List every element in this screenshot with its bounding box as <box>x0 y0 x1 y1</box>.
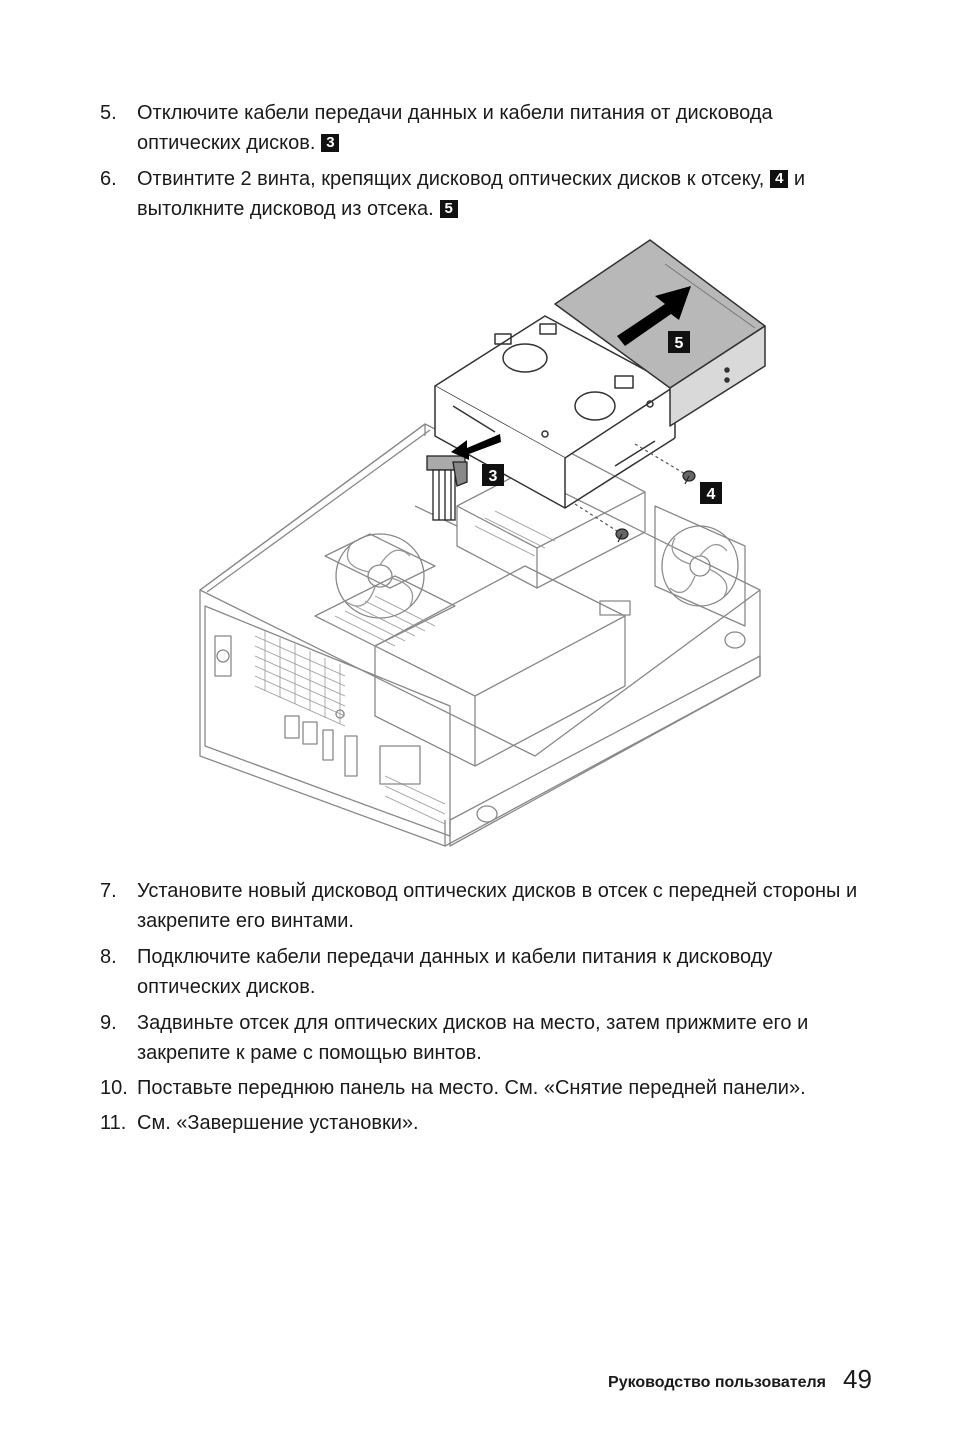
step-number: 10. <box>100 1077 128 1099</box>
step-text: Подключите кабели передачи данных и кабе… <box>137 946 773 998</box>
push-arrow-icon <box>617 286 691 346</box>
step-number: 7. <box>100 880 117 902</box>
step-text: Отвинтите 2 винта, крепящих дисковод опт… <box>137 168 765 190</box>
callout-badge: 4 <box>770 170 789 188</box>
svg-text:5: 5 <box>675 335 684 352</box>
disconnect-arrow-icon <box>451 434 501 460</box>
step-number: 5. <box>100 102 117 124</box>
svg-text:4: 4 <box>707 486 716 503</box>
screw-icon <box>634 443 696 485</box>
callout-3: 3 <box>482 464 504 486</box>
step-text: См. «Завершение установки». <box>137 1112 419 1134</box>
step-number: 9. <box>100 1012 117 1034</box>
step-number: 11. <box>100 1112 127 1134</box>
callout-badge: 3 <box>321 134 340 152</box>
page-number: 49 <box>843 1364 872 1394</box>
callout-5: 5 <box>668 331 690 353</box>
power-supply <box>374 565 626 697</box>
step-number: 8. <box>100 946 117 968</box>
callout-4: 4 <box>700 482 722 504</box>
screw-icon <box>574 503 629 543</box>
cable-connector <box>426 455 468 521</box>
front-fan <box>661 525 739 607</box>
step-text-continued: и вытолкните дисковод из отсека. <box>137 168 806 220</box>
svg-text:3: 3 <box>489 468 498 485</box>
cpu-fan <box>335 533 425 619</box>
footer-title: Руководство пользователя <box>608 1374 826 1391</box>
step-text: Задвиньте отсек для оптических дисков на… <box>137 1012 809 1064</box>
step-text: Поставьте переднюю панель на место. См. … <box>137 1077 806 1099</box>
rear-panel <box>204 605 451 837</box>
step-text: Отключите кабели передачи данных и кабел… <box>137 102 773 154</box>
front-bezel <box>449 655 761 847</box>
computer-chassis-illustration: 3 4 5 <box>199 239 766 847</box>
callout-badge: 5 <box>439 200 458 218</box>
step-number: 6. <box>100 168 117 190</box>
step-text: Установите новый дисковод оптических дис… <box>137 880 858 932</box>
